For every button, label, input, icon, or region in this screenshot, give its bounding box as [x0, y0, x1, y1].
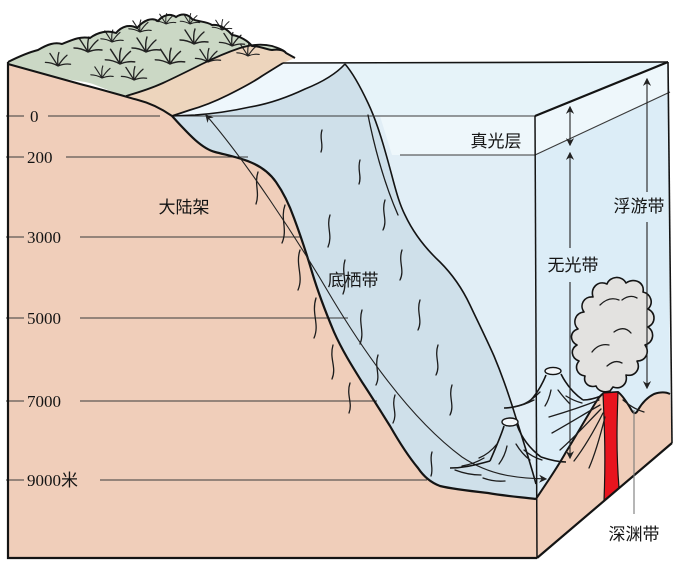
vent-cone-lower — [449, 417, 567, 469]
vent-red-conduit — [602, 391, 620, 503]
shore-strip-outline — [171, 63, 346, 117]
continental-shelf-label: 大陆架 — [159, 198, 210, 217]
smoke-detail-arcs — [591, 295, 638, 367]
water-right-face — [535, 62, 670, 499]
block-edges — [6, 60, 673, 560]
euphotic-zone-label: 真光层 — [471, 132, 522, 151]
zone-extent-arrows — [565, 77, 652, 514]
benthic-descent-arrow — [205, 114, 548, 483]
land-front-outline — [7, 63, 173, 117]
seafloor-right-outline — [535, 390, 671, 500]
depth-label-200: 200 — [27, 148, 53, 167]
pelagic-zone-label: 浮游带 — [614, 197, 665, 216]
abyssal-zone-label: 深渊带 — [609, 525, 660, 544]
vent-flow-lines — [548, 399, 645, 469]
vegetation-beach-boundary — [125, 43, 287, 97]
shallow-shore-strip — [172, 63, 345, 116]
depth-tick-marks — [6, 115, 24, 481]
aphotic-zone-label: 无光带 — [548, 256, 599, 275]
benthic-zone-label: 底栖带 — [328, 271, 379, 290]
depth-label-5000: 5000 — [27, 309, 61, 328]
depth-label-7000: 7000 — [27, 392, 61, 411]
depth-label-3000: 3000 — [27, 228, 61, 247]
depth-label-0: 0 — [30, 107, 39, 126]
earth-right-face — [536, 392, 672, 558]
shoreline-outline — [171, 62, 284, 117]
vegetation — [8, 14, 286, 96]
beach — [126, 44, 295, 116]
depth-label-9000m: 9000米 — [27, 471, 78, 490]
